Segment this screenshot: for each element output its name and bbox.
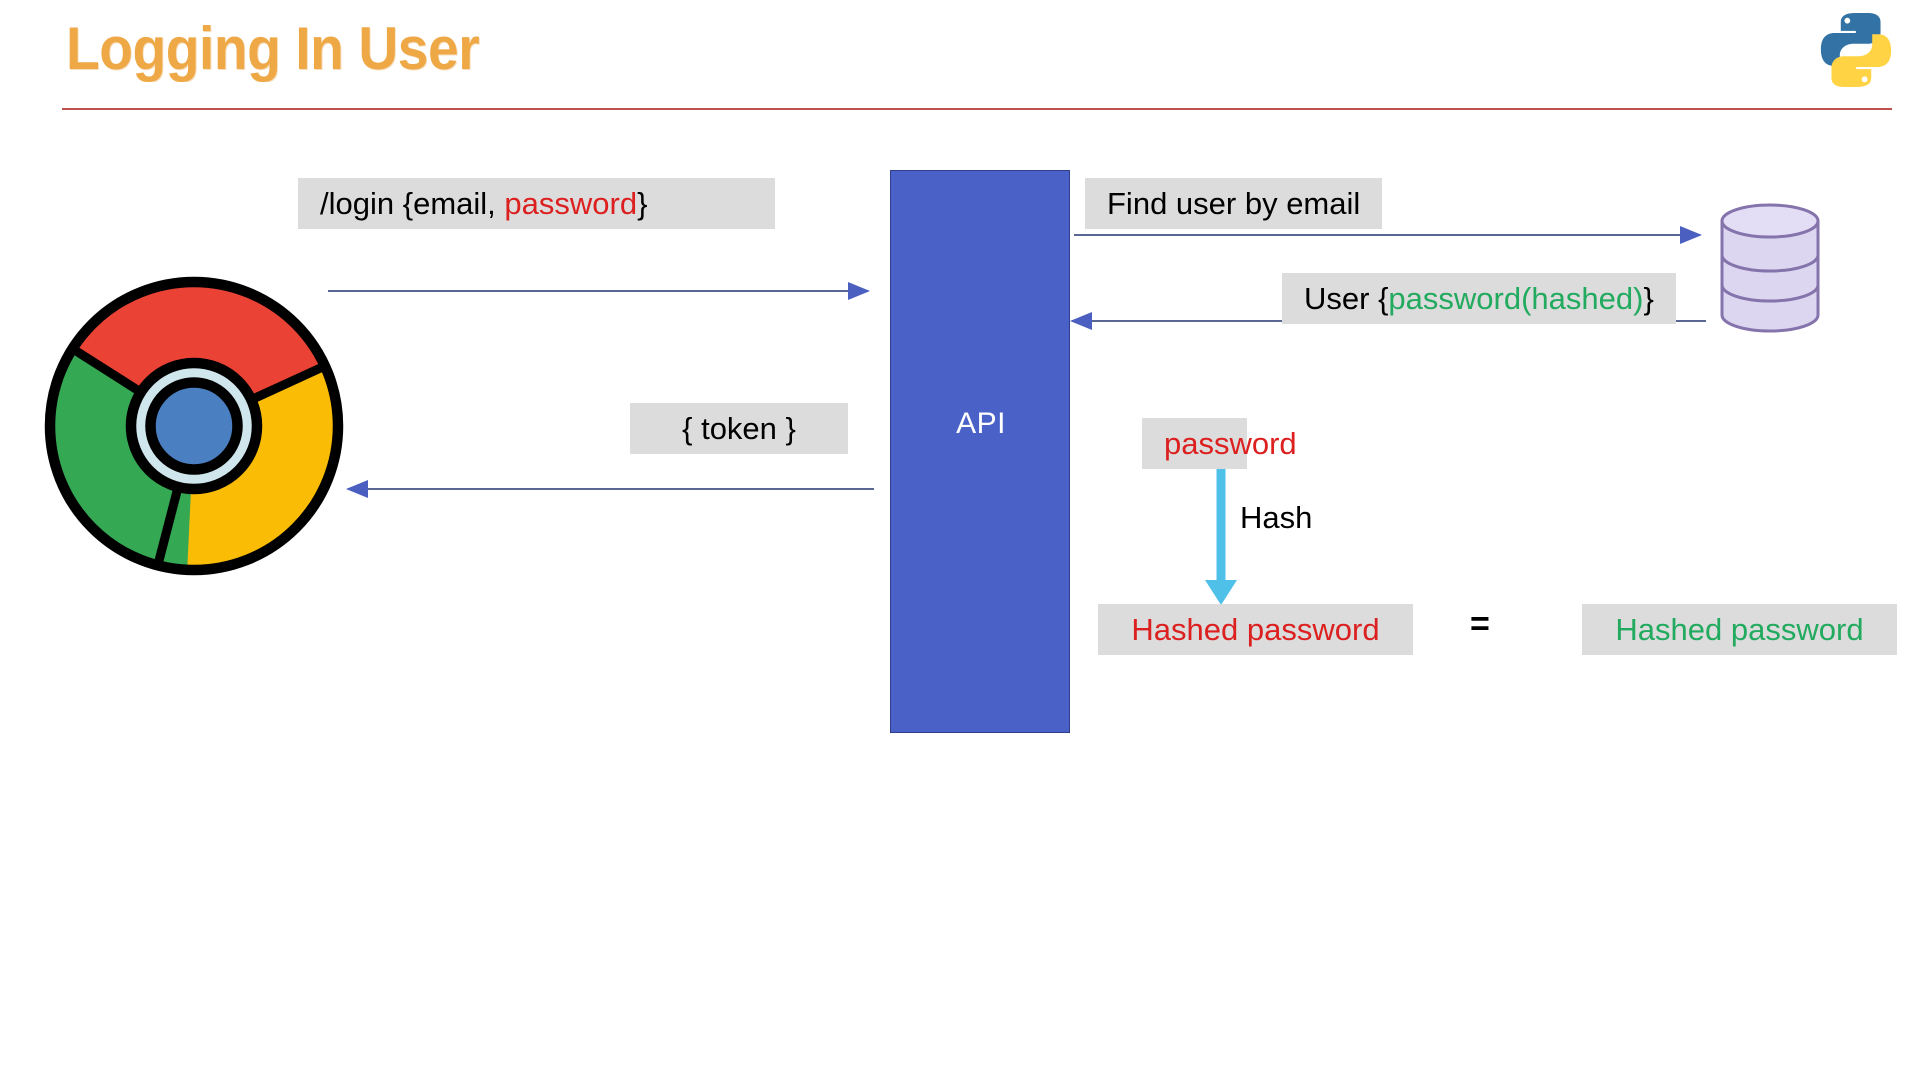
login-prefix: /login {email, <box>320 186 505 221</box>
api-label: API <box>956 407 1006 440</box>
comparison-operator: = <box>1470 605 1490 643</box>
hash-input-text: password <box>1164 426 1297 461</box>
chrome-browser-icon <box>44 276 344 576</box>
hash-output-label: Hashed password <box>1098 604 1413 655</box>
message-login-request: /login {email, password} <box>298 178 775 229</box>
title-divider <box>62 108 1892 110</box>
login-suffix: } <box>637 186 648 221</box>
user-hashed-password-token: password(hashed) <box>1388 281 1644 316</box>
page-title: Logging In User <box>66 15 480 82</box>
stored-hash-text: Hashed password <box>1615 612 1864 647</box>
api-server-box: API <box>890 170 1070 733</box>
hash-input-label: password <box>1142 418 1297 469</box>
user-suffix: } <box>1643 281 1654 316</box>
arrow-hash-head <box>1205 580 1237 605</box>
message-user-response: User {password(hashed)} <box>1282 273 1676 324</box>
stored-hash-label: Hashed password <box>1582 604 1897 655</box>
hash-operation-label: Hash <box>1240 500 1313 535</box>
message-find-user: Find user by email <box>1085 178 1383 229</box>
python-logo <box>1814 8 1898 92</box>
message-token-response: { token } <box>630 403 848 454</box>
hash-output-text: Hashed password <box>1131 612 1380 647</box>
find-user-text: Find user by email <box>1107 186 1361 221</box>
login-password-token: password <box>504 186 638 221</box>
user-prefix: User { <box>1304 281 1389 316</box>
database-icon <box>1718 203 1822 333</box>
token-text: { token } <box>682 411 796 446</box>
